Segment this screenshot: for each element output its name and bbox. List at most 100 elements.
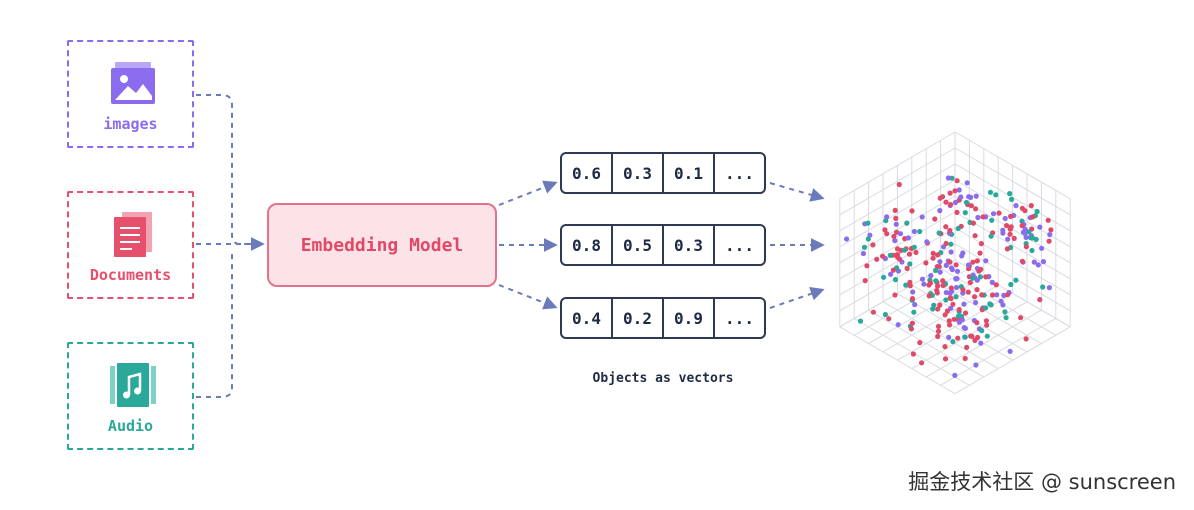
- embedding-point: [930, 250, 936, 256]
- embedding-point: [967, 279, 973, 286]
- embedding-point: [888, 271, 894, 277]
- embedding-point: [1019, 258, 1025, 264]
- wall-grid-line: [954, 131, 1071, 200]
- documents-input-box: Documents: [67, 191, 194, 299]
- embedding-point: [964, 344, 970, 350]
- embedding-point: [1007, 231, 1013, 237]
- embedding-point: [980, 214, 986, 220]
- embedding-point: [948, 241, 954, 247]
- embedding-point: [978, 340, 984, 346]
- embedding-point: [948, 249, 954, 255]
- embedding-point: [953, 262, 959, 268]
- embedding-point: [975, 214, 981, 221]
- documents-label: Documents: [89, 266, 172, 284]
- vector-cell: 0.3: [664, 226, 715, 264]
- embedding-point: [919, 214, 925, 220]
- embedding-point: [932, 216, 938, 222]
- embedding-point: [974, 277, 980, 283]
- embedding-point: [990, 211, 997, 217]
- embedding-point: [1005, 292, 1011, 298]
- embedding-point: [924, 239, 930, 245]
- embedding-point: [949, 267, 956, 273]
- embedding-point: [983, 318, 990, 324]
- embedding-point: [974, 258, 980, 264]
- embedding-point: [975, 334, 981, 341]
- floor-grid-line: [853, 318, 970, 386]
- embedding-point: [973, 299, 979, 306]
- embedding-point: [960, 250, 966, 256]
- embedding-point: [1011, 235, 1017, 241]
- embedding-point: [972, 233, 978, 239]
- embedding-point: [944, 308, 951, 314]
- embedding-point: [928, 273, 934, 279]
- embedding-point: [1008, 213, 1014, 219]
- embedding-point: [1013, 277, 1019, 283]
- embedding-point: [956, 319, 963, 325]
- embedding-point: [1031, 259, 1037, 265]
- embedding-point: [955, 335, 961, 341]
- embedding-point: [935, 252, 941, 258]
- embedding-point: [861, 244, 868, 250]
- embedding-model-box: Embedding Model: [267, 203, 497, 287]
- embedding-point: [1000, 227, 1006, 233]
- wall-grid-line: [839, 195, 956, 264]
- embedding-point: [973, 206, 979, 212]
- vectors-caption: Objects as vectors: [592, 371, 734, 386]
- embedding-point: [983, 305, 989, 311]
- embedding-point: [934, 288, 940, 294]
- vector-cell: 0.6: [562, 154, 613, 192]
- embedding-point: [962, 334, 968, 340]
- vector-cell: 0.1: [664, 154, 715, 192]
- embedding-point: [865, 220, 871, 226]
- embedding-point: [917, 340, 923, 346]
- embedding-point: [977, 250, 983, 256]
- embedding-point: [955, 225, 961, 232]
- embedding-point: [880, 253, 886, 259]
- embedding-point: [947, 259, 953, 265]
- embedding-point: [954, 268, 961, 274]
- embedding-point: [989, 279, 995, 285]
- embedding-point: [882, 227, 888, 233]
- embedding-point: [972, 294, 978, 300]
- embedding-point: [921, 281, 927, 287]
- embedding-point: [896, 181, 902, 188]
- embedding-point: [947, 227, 953, 234]
- embedding-point: [926, 293, 932, 299]
- embedding-point: [987, 189, 994, 195]
- embedding-point: [937, 302, 943, 308]
- embedding-point: [881, 274, 887, 280]
- embedding-point: [933, 267, 939, 273]
- embedding-point: [984, 333, 990, 339]
- embedding-point: [1005, 236, 1011, 242]
- embedding-point: [947, 190, 953, 196]
- embedding-point: [892, 207, 898, 213]
- embedding-point: [961, 301, 967, 307]
- embedding-point: [979, 292, 985, 298]
- embedding-point: [1023, 244, 1029, 250]
- embedding-point: [893, 215, 899, 221]
- embedding-point: [874, 256, 880, 262]
- floor-grid-line: [940, 318, 1057, 386]
- embedding-point: [909, 208, 915, 214]
- embedding-point: [935, 328, 942, 334]
- embedding-point: [940, 282, 946, 289]
- embedding-point: [1048, 227, 1054, 233]
- embedding-point: [1037, 297, 1043, 303]
- embedding-point: [907, 283, 913, 289]
- embedding-point: [1007, 226, 1013, 232]
- embedding-model-label: Embedding Model: [300, 234, 464, 256]
- embedding-point: [993, 282, 999, 288]
- floor-grid-line: [839, 326, 956, 395]
- embedding-point: [935, 323, 942, 329]
- arrow-model-to-vector-1: [498, 180, 558, 206]
- embedding-point: [947, 322, 953, 328]
- embedding-point: [911, 309, 917, 315]
- wall-grid-line: [839, 131, 956, 200]
- embedding-point: [989, 292, 996, 298]
- embedding-point: [1023, 234, 1029, 240]
- wall-grid-line: [839, 147, 956, 216]
- watermark: 掘金技术社区 @ sunscreen: [908, 470, 1176, 494]
- embedding-point: [923, 260, 929, 266]
- embedding-point: [897, 231, 904, 237]
